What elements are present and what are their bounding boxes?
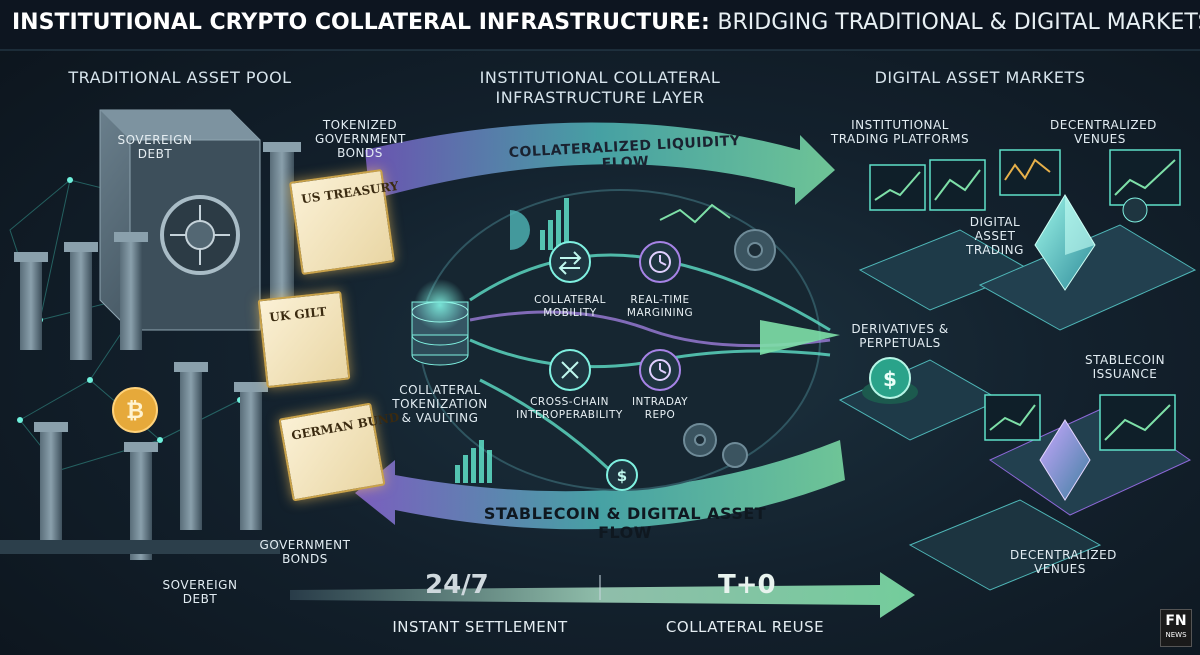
ethereum-crystal-icon bbox=[1034, 194, 1148, 291]
mobility-node-icon bbox=[549, 241, 591, 283]
uk-gilt-certificate: UK GILT bbox=[257, 290, 351, 389]
section-digital: DIGITAL ASSET MARKETS bbox=[874, 68, 1086, 87]
stablecoin-flow-label: STABLECOIN & DIGITAL ASSET FLOW bbox=[483, 504, 767, 542]
vault-label: SOVEREIGN DEBT bbox=[117, 133, 193, 161]
svg-text:$: $ bbox=[883, 367, 897, 391]
venues-bottom-label: DECENTRALIZED VENUES bbox=[1010, 548, 1117, 576]
bitcoin-icon: ₿ bbox=[112, 387, 158, 433]
token-crystal-icon bbox=[1039, 419, 1091, 501]
interop-label: CROSS-CHAIN INTEROPERABILITY bbox=[516, 396, 623, 421]
stablecoin-dollar-icon: $ bbox=[606, 459, 638, 491]
margining-clock-icon bbox=[639, 241, 681, 283]
trading-label: DIGITAL ASSET TRADING bbox=[966, 215, 1024, 257]
section-traditional: TRADITIONAL ASSET POOL bbox=[68, 68, 292, 87]
database-stack-icon bbox=[411, 279, 469, 366]
platforms-label: INSTITUTIONAL TRADING PLATFORMS bbox=[830, 118, 970, 146]
us-treasury-text: US TREASURY bbox=[300, 178, 400, 207]
svg-text:₿: ₿ bbox=[126, 399, 144, 424]
pillar-icons bbox=[0, 142, 301, 560]
chart-screen-icons bbox=[869, 149, 1181, 451]
tokenized-bonds-label: TOKENIZED GOVERNMENT BONDS bbox=[315, 118, 406, 160]
sovereign-debt-label: SOVEREIGN DEBT bbox=[162, 578, 238, 606]
government-bonds-label: GOVERNMENT BONDS bbox=[259, 538, 351, 566]
collateral-reuse-label: COLLATERAL REUSE bbox=[665, 618, 825, 636]
metric-24-7: 24/7 bbox=[425, 570, 489, 600]
interop-gear-icon bbox=[549, 349, 591, 391]
fn-news-logo: FN NEWS bbox=[1160, 609, 1192, 647]
mobility-label: COLLATERAL MOBILITY bbox=[534, 294, 606, 319]
svg-text:$: $ bbox=[617, 467, 627, 485]
repo-clock-icon bbox=[639, 349, 681, 391]
repo-label: INTRADAY REPO bbox=[631, 396, 689, 421]
venues-top-label: DECENTRALIZED VENUES bbox=[1050, 118, 1157, 146]
stablecoin-flow-arrow bbox=[355, 440, 845, 530]
page-subtitle: BRIDGING TRADITIONAL & DIGITAL MARKETS bbox=[717, 10, 1200, 35]
stablecoin-issuance-label: STABLECOIN ISSUANCE bbox=[1085, 353, 1166, 381]
derivatives-label: DERIVATIVES & PERPETUALS bbox=[851, 322, 949, 350]
logo-line2: NEWS bbox=[1165, 631, 1187, 639]
us-treasury-certificate: US TREASURY bbox=[288, 168, 399, 276]
uk-gilt-text: UK GILT bbox=[268, 304, 328, 325]
settlement-arrow bbox=[290, 572, 915, 618]
page-title: INSTITUTIONAL CRYPTO COLLATERAL INFRASTR… bbox=[12, 10, 1200, 35]
pie-chart-icon bbox=[510, 210, 530, 250]
gear-icons bbox=[683, 229, 776, 468]
dollar-coin-icon: $ bbox=[862, 357, 918, 404]
margining-label: REAL-TIME MARGINING bbox=[626, 294, 694, 319]
logo-line1: FN bbox=[1165, 613, 1187, 629]
section-infrastructure-line2: INFRASTRUCTURE LAYER bbox=[495, 88, 705, 107]
german-bund-certificate: GERMAN BUND bbox=[278, 402, 400, 502]
liquidity-flow-arrow bbox=[365, 122, 835, 205]
section-infrastructure-line1: INSTITUTIONAL COLLATERAL bbox=[479, 68, 721, 87]
bar-chart-icon bbox=[455, 198, 569, 483]
metric-t0: T+0 bbox=[718, 570, 776, 600]
instant-settlement-label: INSTANT SETTLEMENT bbox=[392, 618, 568, 636]
tokenization-label: COLLATERAL TOKENIZATION & VAULTING bbox=[392, 383, 488, 425]
